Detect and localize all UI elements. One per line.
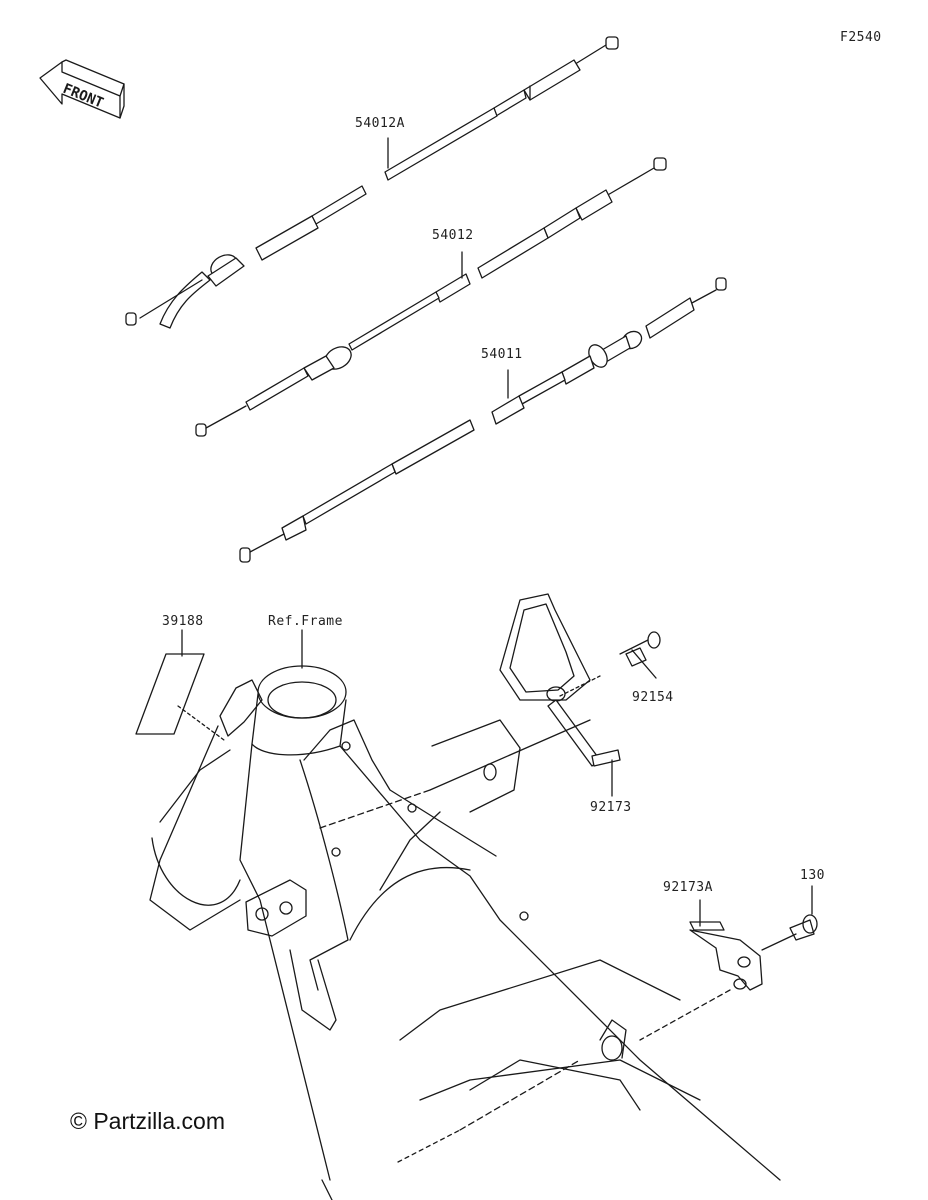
copyright-text: © Partzilla.com (70, 1108, 225, 1134)
diagram-code: F2540 (840, 30, 882, 45)
label-92173a[interactable]: 92173A (663, 880, 713, 895)
frame (149, 629, 781, 1200)
label-92154[interactable]: 92154 (632, 690, 674, 705)
label-54011[interactable]: 54011 (481, 347, 523, 362)
label-130[interactable]: 130 (800, 868, 825, 883)
throttle-cable-a (125, 36, 619, 329)
label-39188[interactable]: 39188 (162, 614, 204, 629)
bracket-assembly (499, 593, 661, 797)
clamp-a-assembly (639, 885, 818, 1041)
label-54012[interactable]: 54012 (432, 228, 474, 243)
label-92173[interactable]: 92173 (590, 800, 632, 815)
label-54012a[interactable]: 54012A (355, 116, 405, 131)
clutch-cable (239, 277, 727, 563)
label-ref-frame: Ref.Frame (268, 614, 343, 629)
front-arrow-icon: FRONT (39, 59, 125, 119)
decal (135, 629, 225, 741)
throttle-cable (195, 157, 667, 437)
